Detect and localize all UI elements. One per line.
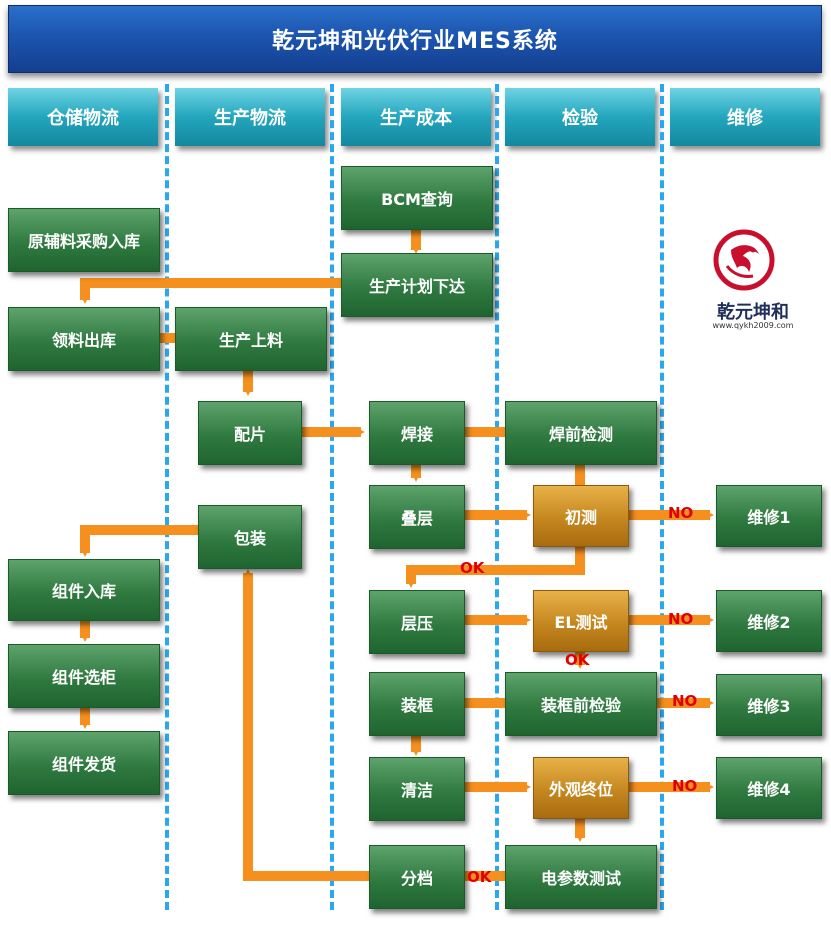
label-ok: OK <box>565 651 590 669</box>
node-electrical-test[interactable]: 电参数测试 <box>505 845 657 909</box>
lane-header-warehouse: 仓储物流 <box>8 88 158 146</box>
lane-divider <box>495 84 499 910</box>
label-no: NO <box>668 504 694 522</box>
node-pre-frame-inspection[interactable]: 装框前检验 <box>505 672 657 736</box>
label-ok: OK <box>467 868 492 886</box>
node-material-purchase[interactable]: 原辅料采购入库 <box>8 208 160 272</box>
node-stacking[interactable]: 叠层 <box>369 485 465 549</box>
node-repair-1[interactable]: 维修1 <box>716 485 822 547</box>
lane-divider <box>330 84 334 910</box>
arrow-firsttest-laminate <box>406 545 585 588</box>
node-el-test[interactable]: EL测试 <box>533 590 629 652</box>
lane-header-production-logistics: 生产物流 <box>175 88 325 146</box>
arrow-pack-modulein <box>80 525 198 557</box>
node-production-plan[interactable]: 生产计划下达 <box>341 253 493 317</box>
node-first-test[interactable]: 初测 <box>533 485 629 547</box>
node-production-feed[interactable]: 生产上料 <box>175 307 327 371</box>
lane-header-inspection: 检验 <box>505 88 655 146</box>
node-repair-3[interactable]: 维修3 <box>716 674 822 736</box>
node-repair-2[interactable]: 维修2 <box>716 590 822 652</box>
node-module-shipping[interactable]: 组件发货 <box>8 731 160 795</box>
node-grading[interactable]: 分档 <box>369 845 465 909</box>
logo-url: www.qykh2009.com <box>712 321 794 330</box>
node-module-warehousing[interactable]: 组件入库 <box>8 559 160 621</box>
node-welding[interactable]: 焊接 <box>369 401 465 465</box>
node-repair-4[interactable]: 维修4 <box>716 757 822 819</box>
node-lamination[interactable]: 层压 <box>369 590 465 654</box>
node-pre-weld-inspection[interactable]: 焊前检测 <box>505 401 657 465</box>
label-ok: OK <box>460 559 485 577</box>
company-logo-icon <box>713 229 775 291</box>
label-no: NO <box>672 777 698 795</box>
arrow-plan-pick <box>80 278 341 304</box>
node-appearance-final[interactable]: 外观终位 <box>533 757 629 819</box>
arrow-grade-pack <box>243 569 369 881</box>
page-title: 乾元坤和光伏行业MES系统 <box>8 5 822 73</box>
node-material-pick[interactable]: 领料出库 <box>8 307 160 371</box>
node-framing[interactable]: 装框 <box>369 672 465 736</box>
node-bcm-query[interactable]: BCM查询 <box>341 166 493 230</box>
node-module-cabinet-selection[interactable]: 组件选柜 <box>8 644 160 708</box>
lane-header-production-cost: 生产成本 <box>341 88 491 146</box>
label-no: NO <box>668 610 694 628</box>
node-cleaning[interactable]: 清洁 <box>369 757 465 821</box>
lane-divider <box>660 84 664 910</box>
logo-name: 乾元坤和 <box>717 302 789 323</box>
label-no: NO <box>672 692 698 710</box>
node-packaging[interactable]: 包装 <box>198 505 302 569</box>
lane-header-repair: 维修 <box>670 88 820 146</box>
node-cell-matching[interactable]: 配片 <box>198 401 302 465</box>
lane-divider <box>165 84 169 910</box>
